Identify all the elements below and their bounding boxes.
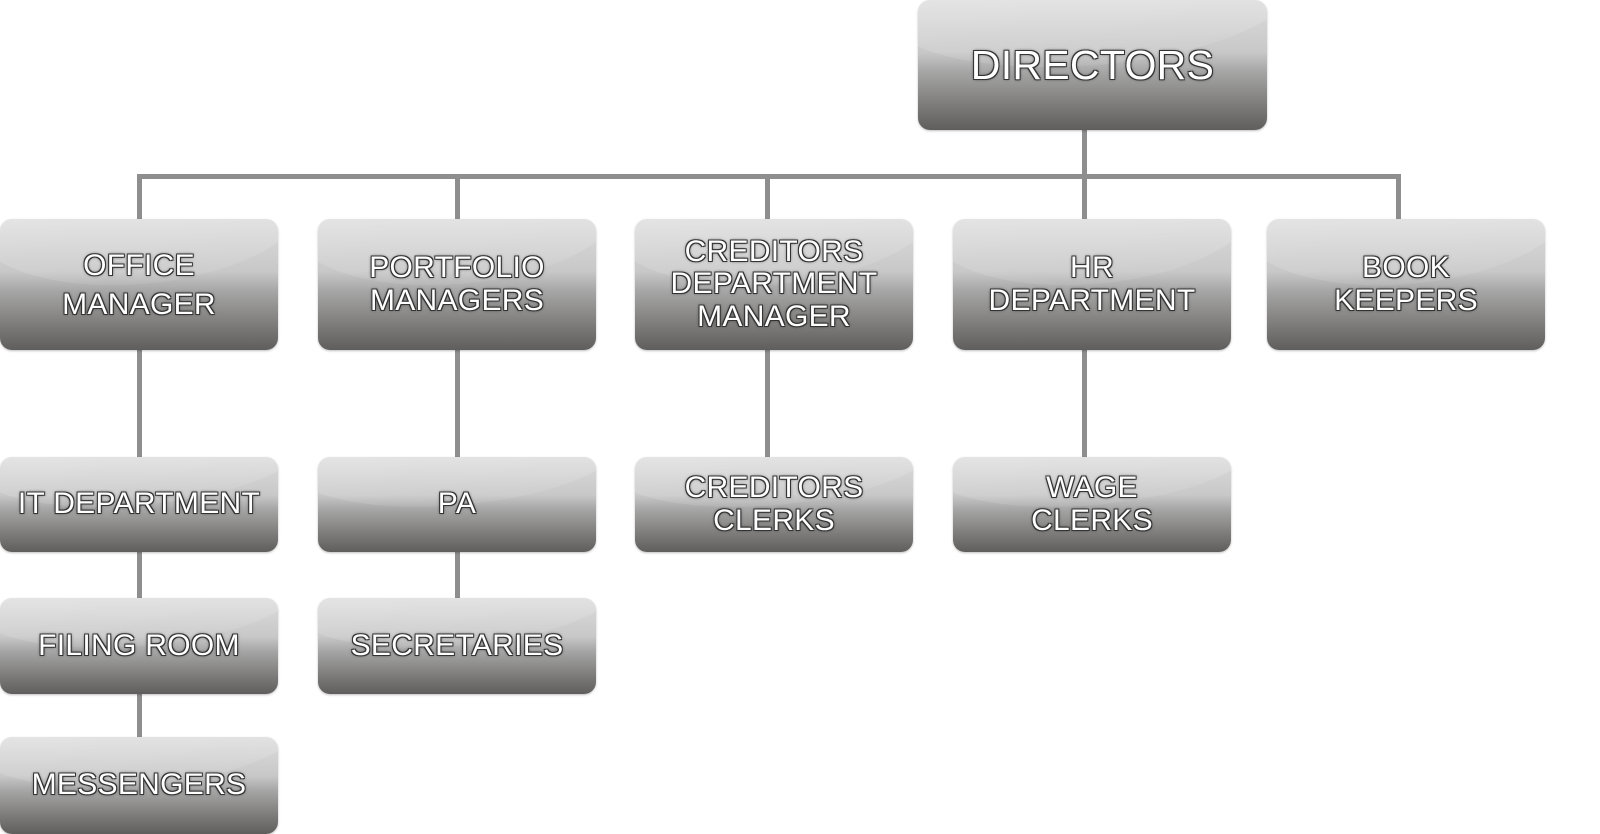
connector-hr-department (1082, 174, 1087, 219)
node-label: CREDITORS DEPARTMENT MANAGER (670, 234, 878, 333)
node-label: FILING ROOM (38, 628, 240, 662)
node-office-manager: OFFICE MANAGER (0, 219, 278, 350)
node-label: WAGE CLERKS (1031, 471, 1153, 537)
node-label: BOOK KEEPERS (1334, 251, 1478, 317)
node-it-department: IT DEPARTMENT (0, 457, 278, 552)
node-label: PORTFOLIO MANAGERS (369, 251, 545, 317)
connector-office-to-it (137, 350, 142, 457)
connector-hr-to-wage (1082, 350, 1087, 457)
node-label: HR DEPARTMENT (988, 251, 1196, 317)
node-wage-clerks: WAGE CLERKS (953, 457, 1231, 552)
node-label: PA (437, 487, 477, 521)
node-pa: PA (318, 457, 596, 552)
node-secretaries: SECRETARIES (318, 598, 596, 694)
node-label: CREDITORS CLERKS (684, 471, 864, 537)
node-portfolio-managers: PORTFOLIO MANAGERS (318, 219, 596, 350)
node-book-keepers: BOOK KEEPERS (1267, 219, 1545, 350)
connector-portfolio-managers (455, 174, 460, 219)
connector-directors-down (1082, 130, 1087, 180)
node-creditors-clerks: CREDITORS CLERKS (635, 457, 913, 552)
node-hr-department: HR DEPARTMENT (953, 219, 1231, 350)
node-filing-room: FILING ROOM (0, 598, 278, 694)
node-creditors-department-manager: CREDITORS DEPARTMENT MANAGER (635, 219, 913, 350)
node-label: DIRECTORS (970, 41, 1215, 88)
connector-filing-to-messengers (137, 694, 142, 737)
connector-creditors-to-clerks (765, 350, 770, 457)
node-label: IT DEPARTMENT (17, 487, 261, 521)
connector-creditors-manager (765, 174, 770, 219)
node-messengers: MESSENGERS (0, 737, 278, 834)
connector-portfolio-to-pa (455, 350, 460, 457)
connector-book-keepers (1396, 174, 1401, 219)
connector-it-to-filing (137, 552, 142, 598)
node-label: MESSENGERS (31, 768, 247, 802)
connector-office-manager (137, 174, 142, 219)
node-label: SECRETARIES (350, 628, 564, 662)
node-label: OFFICE MANAGER (62, 248, 216, 321)
node-directors: DIRECTORS (918, 0, 1267, 130)
connector-pa-to-secretaries (455, 552, 460, 598)
